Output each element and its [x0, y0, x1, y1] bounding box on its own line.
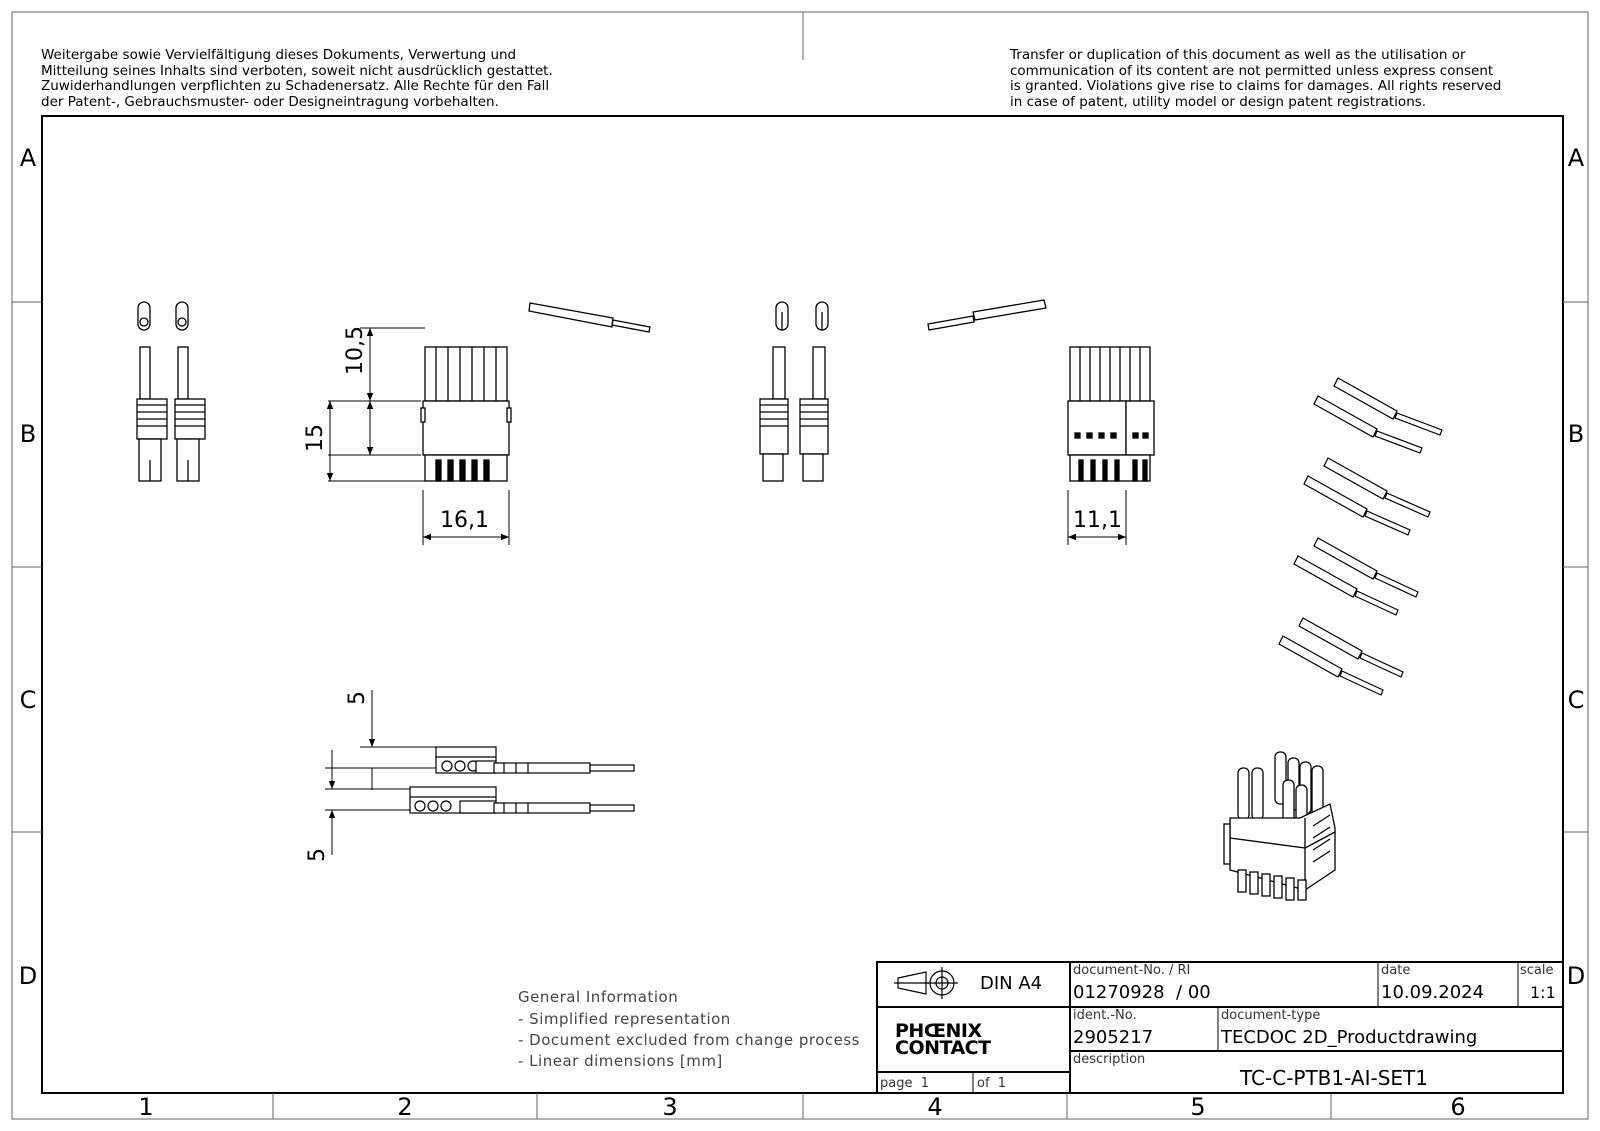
- zone-col-6: 6: [1450, 1093, 1466, 1121]
- notice-line: in case of patent, utility model or desi…: [1010, 93, 1427, 110]
- contact-pin: [174, 301, 206, 482]
- ferrule-pair: [1303, 457, 1431, 536]
- zone-row-a-left: A: [19, 144, 37, 172]
- doc-no-value: 01270928 / 00: [1073, 982, 1211, 1003]
- dim-width-side: 11,1: [1073, 508, 1122, 533]
- notice-line: Transfer or duplication of this document…: [1010, 47, 1466, 63]
- notice-line: communication of its content are not per…: [1010, 62, 1494, 79]
- general-info-item: - Document excluded from change process: [518, 1031, 860, 1049]
- scale-label: scale: [1520, 963, 1554, 978]
- general-info-title: General Information: [518, 988, 679, 1006]
- dim-pitch-top: 5: [345, 691, 370, 705]
- dim-height-total: 15: [303, 424, 328, 452]
- title-block-frame: [876, 961, 1564, 1094]
- dimension-lines-side: [1067, 490, 1127, 545]
- zone-col-5: 5: [1190, 1093, 1206, 1121]
- projection-symbol-icon: [894, 967, 958, 999]
- logo-line-1: PHŒNIX: [895, 1020, 982, 1042]
- sheet-frame: [11, 11, 1589, 1120]
- page-label: page 1: [880, 1076, 930, 1091]
- contact-pair-view-1: [136, 301, 206, 482]
- ferrule-pair: [1278, 617, 1404, 696]
- zone-row-b-right: B: [1567, 420, 1585, 448]
- dim-width-front: 16,1: [440, 508, 489, 533]
- notice-line: is granted. Violations give rise to clai…: [1010, 78, 1502, 94]
- connector-isometric-view: [1223, 751, 1336, 901]
- zone-col-4: 4: [927, 1093, 943, 1121]
- general-info-item: - Linear dimensions [mm]: [518, 1052, 723, 1070]
- contact-pin: [799, 301, 829, 482]
- of-label: of 1: [977, 1076, 1007, 1091]
- notice-line: Mitteilung seines Inhalts sind verboten,…: [41, 62, 553, 79]
- zone-row-c-right: C: [1567, 686, 1585, 714]
- connector-side-section-view: [409, 746, 635, 814]
- date-label: date: [1381, 963, 1411, 978]
- ident-value: 2905217: [1073, 1027, 1154, 1048]
- doctype-value: TECDOC 2D_Productdrawing: [1221, 1027, 1478, 1048]
- loose-ferrule: [927, 299, 1047, 331]
- zone-row-b-left: B: [19, 420, 37, 448]
- description-value: TC-C-PTB1-AI-SET1: [1240, 1066, 1428, 1090]
- dim-height-top: 10,5: [343, 326, 368, 375]
- zone-col-2: 2: [397, 1093, 413, 1121]
- logo-line-2: CONTACT: [895, 1037, 991, 1059]
- contact-pin: [759, 301, 789, 482]
- zone-row-d-right: D: [1566, 962, 1586, 990]
- description-label: description: [1073, 1052, 1146, 1067]
- dim-pitch-bottom: 5: [305, 848, 330, 862]
- ident-label: ident.-No.: [1073, 1008, 1137, 1023]
- phoenix-contact-logo: PHŒNIX CONTACT: [895, 1020, 991, 1059]
- zone-col-1: 1: [138, 1093, 154, 1121]
- legal-notice-german: Weitergabe sowie Vervielfältigung dieses…: [41, 47, 553, 110]
- zone-row-d-left: D: [18, 962, 38, 990]
- doc-no-label: document-No. / RI: [1073, 963, 1191, 978]
- zone-col-3: 3: [662, 1093, 678, 1121]
- paper-format: DIN A4: [980, 973, 1043, 994]
- legal-notice-english: Transfer or duplication of this document…: [1010, 47, 1502, 110]
- notice-line: Zuwiderhandlungen verpflichten zu Schade…: [41, 78, 550, 94]
- dimension-lines-pitch: [325, 690, 436, 855]
- ferrule-pair: [1313, 377, 1443, 454]
- loose-ferrule: [528, 302, 651, 333]
- dimension-lines-front: [326, 327, 510, 545]
- notice-line: der Patent-, Gebrauchsmuster- oder Desig…: [41, 93, 499, 110]
- zone-row-c-left: C: [19, 686, 37, 714]
- connector-side-view: [1067, 346, 1155, 482]
- ferrule-set: [1278, 377, 1443, 696]
- scale-value: 1:1: [1530, 983, 1556, 1002]
- contact-pair-view-2: [759, 301, 829, 482]
- ferrule-pair: [1293, 537, 1419, 616]
- doctype-label: document-type: [1221, 1008, 1321, 1023]
- contact-pin: [136, 301, 168, 482]
- zone-row-a-right: A: [1567, 144, 1585, 172]
- notice-line: Weitergabe sowie Vervielfältigung dieses…: [41, 47, 517, 63]
- date-value: 10.09.2024: [1381, 982, 1485, 1003]
- connector-front-view: [420, 346, 512, 482]
- general-info-item: - Simplified representation: [518, 1010, 731, 1028]
